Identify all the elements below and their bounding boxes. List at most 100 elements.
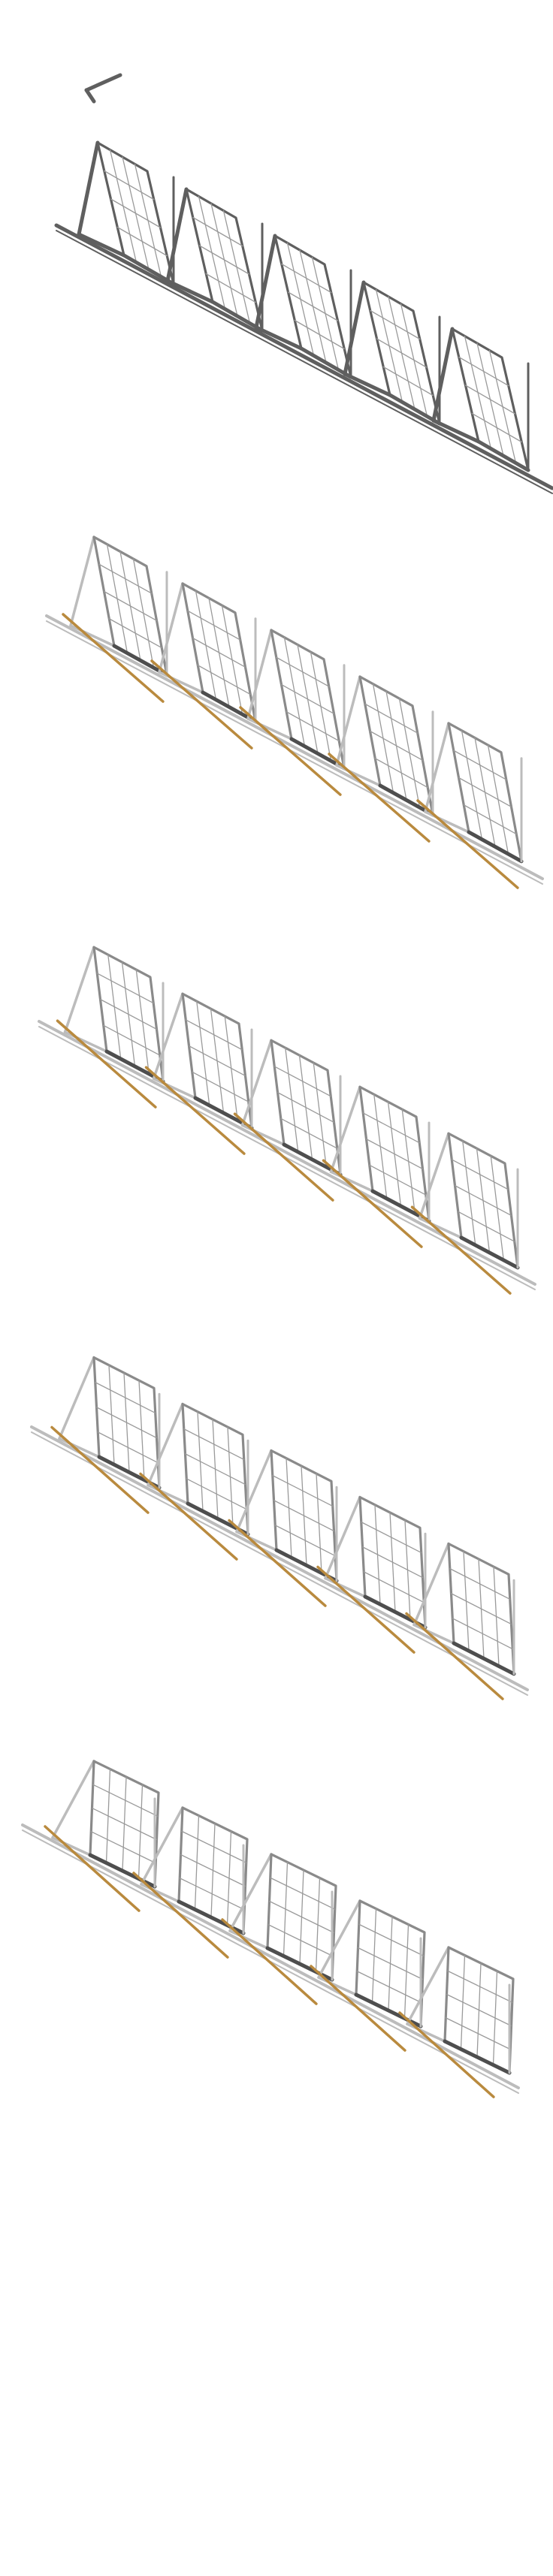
diagonal-strut xyxy=(322,1159,423,1248)
support-leg xyxy=(335,675,361,767)
panel-grid-line xyxy=(445,2017,511,2050)
panel-grid-line xyxy=(463,804,517,835)
support-leg xyxy=(147,1402,184,1487)
diagonal-strut xyxy=(144,1066,246,1155)
array-stage-5 xyxy=(21,1760,520,2098)
diagonal-strut xyxy=(316,1565,416,1654)
solar-panel xyxy=(181,1402,249,1536)
panel-grid-line xyxy=(276,656,330,687)
support-base xyxy=(324,1576,367,1598)
array-stage-4 xyxy=(30,1356,529,1700)
panel-grid-line xyxy=(452,1618,513,1650)
panel-hinge-edge xyxy=(201,690,258,724)
array-stage-1 xyxy=(54,73,553,494)
panel-grid-line xyxy=(357,1947,424,1980)
diagonal-strut xyxy=(398,2011,495,2098)
base-rail-inner xyxy=(46,620,543,885)
panel-grid-line xyxy=(280,1118,338,1149)
diagonal-strut xyxy=(310,1965,406,2052)
panel-grid-line xyxy=(95,1407,158,1439)
support-base xyxy=(317,1976,358,1996)
panel-grid-line xyxy=(369,1164,427,1196)
panel-grid-line xyxy=(361,1521,422,1554)
panel-grid-line xyxy=(103,590,158,621)
diagonal-strut xyxy=(132,1872,229,1959)
solar-panel xyxy=(270,1039,342,1176)
panel-grid-line xyxy=(376,338,428,368)
support-base xyxy=(228,1929,269,1950)
solar-panel xyxy=(89,1760,160,1888)
diagonal-strut xyxy=(328,753,431,843)
panel-grid-line xyxy=(192,1071,249,1102)
base-rail xyxy=(38,1020,536,1286)
panel-grid-line xyxy=(451,1159,509,1190)
panel-grid-line xyxy=(363,1571,425,1603)
panel-grid-line xyxy=(276,1091,335,1124)
support-base xyxy=(254,325,304,351)
panel-grid-line xyxy=(382,366,434,397)
panel-grid-line xyxy=(374,758,428,789)
support-leg xyxy=(254,234,277,330)
diagonal-strut xyxy=(405,1612,504,1700)
panel-grid-line xyxy=(110,198,162,228)
panel-grid-line xyxy=(464,385,516,415)
panel-grid-line xyxy=(95,1381,156,1414)
panel-grid-line xyxy=(268,1900,335,1934)
support-base xyxy=(69,624,116,647)
support-leg xyxy=(165,187,189,283)
support-leg xyxy=(317,1899,361,1979)
panel-grid-line xyxy=(183,1428,245,1461)
support-leg xyxy=(431,327,455,423)
support-base xyxy=(235,1530,278,1552)
support-leg xyxy=(412,1542,450,1627)
solar-panel xyxy=(181,582,257,723)
support-leg xyxy=(235,1449,273,1534)
panel-grid-line xyxy=(294,319,345,350)
panel-grid-line xyxy=(185,1019,243,1051)
frame-tip xyxy=(84,73,122,92)
diagonal-strut xyxy=(221,1918,318,2005)
support-leg xyxy=(240,1039,273,1127)
base-rail xyxy=(54,223,553,490)
panel-grid-line xyxy=(447,1970,513,2003)
diagonal-strut xyxy=(233,1112,334,1202)
panel-grid-line xyxy=(356,1971,422,2004)
frame-tip xyxy=(84,88,96,104)
array-stage-2 xyxy=(45,535,544,889)
panel-grid-line xyxy=(103,1024,161,1056)
panel-grid-line xyxy=(358,1923,425,1956)
panel-hinge-edge xyxy=(452,1641,516,1676)
panel-grid-line xyxy=(273,1500,335,1532)
support-leg xyxy=(58,1356,95,1440)
panel-grid-line xyxy=(446,1993,512,2027)
panel-grid-line xyxy=(361,1546,424,1579)
panel-grid-line xyxy=(454,1184,512,1217)
panel-grid-line xyxy=(369,730,424,761)
support-base xyxy=(77,232,126,258)
diagonal-strut xyxy=(139,1472,238,1561)
solar-panel xyxy=(92,535,168,677)
support-base xyxy=(431,418,481,444)
support-base xyxy=(58,1437,101,1458)
panel-grid-line xyxy=(99,998,158,1030)
panel-grid-line xyxy=(286,711,340,742)
solar-panel xyxy=(358,675,434,816)
support-leg xyxy=(51,1760,95,1839)
support-base xyxy=(158,671,204,694)
diagonal-strut xyxy=(228,1519,327,1607)
panel-grid-line xyxy=(192,216,243,247)
panel-grid-line xyxy=(450,1593,512,1625)
support-leg xyxy=(69,535,95,627)
panel-grid-line xyxy=(186,1478,247,1510)
support-base xyxy=(165,279,215,304)
support-leg xyxy=(329,1085,361,1173)
support-leg xyxy=(140,1806,184,1886)
panel-hinge-edge xyxy=(112,644,169,677)
panel-grid-line xyxy=(280,683,335,714)
solar-panel xyxy=(447,1132,519,1269)
panel-grid-line xyxy=(362,1112,420,1144)
support-leg xyxy=(77,140,100,237)
panel-grid-line xyxy=(272,1474,334,1507)
panel-grid-line xyxy=(91,1807,158,1841)
base-rail-inner xyxy=(38,1026,536,1290)
